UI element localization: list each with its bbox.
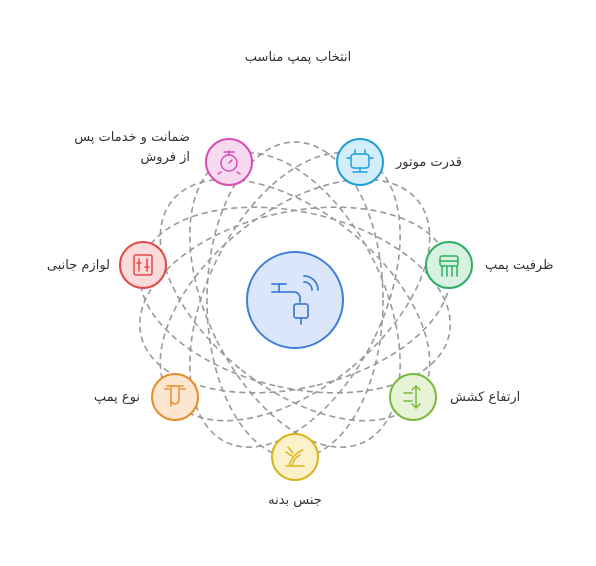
- label-pump-type: نوع پمپ: [93, 390, 140, 405]
- pump-type-icon: [164, 385, 186, 407]
- motor-icon: [346, 149, 374, 173]
- orbit-ellipse: [159, 178, 431, 422]
- orbit-ellipse: [138, 206, 452, 394]
- label-pump-capacity: ظرفیت پمپ: [485, 258, 554, 273]
- label-warranty-line1: ضمانت و خدمات پس: [74, 130, 190, 145]
- orbit-ellipse: [189, 152, 401, 448]
- material-icon: [285, 446, 305, 467]
- node-body-material: [271, 433, 319, 481]
- accessories-icon: [133, 254, 153, 276]
- faucet-water-icon: [271, 275, 319, 325]
- label-suction-height: ارتفاع کشش: [450, 390, 521, 405]
- suction-icon: [403, 384, 421, 410]
- center-hub: [246, 251, 344, 349]
- warranty-icon: [217, 150, 241, 175]
- node-warranty: [205, 138, 253, 186]
- label-body-material: جنس بدنه: [268, 493, 322, 508]
- node-accessories: [119, 241, 167, 289]
- orbit-lines: [138, 141, 452, 459]
- node-pump-type: [151, 373, 199, 421]
- label-accessories: لوازم جانبی: [46, 258, 110, 273]
- diagram-title: انتخاب پمپ مناسب: [244, 50, 352, 65]
- node-pump-capacity: [425, 241, 473, 289]
- node-motor-power: [336, 138, 384, 186]
- orbit-ellipse: [206, 141, 384, 459]
- label-warranty-line2: از فروش: [140, 150, 190, 165]
- capacity-icon: [439, 255, 459, 277]
- node-suction-height: [389, 373, 437, 421]
- label-motor-power: قدرت موتور: [396, 155, 462, 170]
